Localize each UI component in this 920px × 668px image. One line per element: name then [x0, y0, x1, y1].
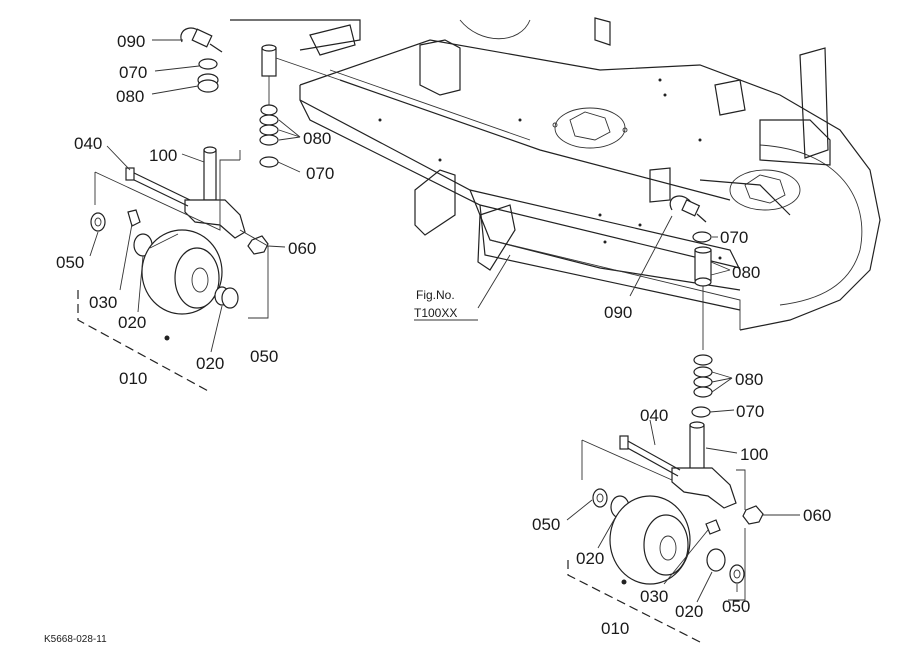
spindle-opening-left — [552, 107, 628, 149]
spindle-opening-right — [729, 169, 801, 211]
labels-left: 090 070 080 080 070 040 100 050 060 030 … — [56, 32, 334, 388]
callout-right-100: 100 — [740, 445, 768, 464]
callout-left-010: 010 — [119, 369, 147, 388]
callout-left-020-a: 020 — [118, 313, 146, 332]
labels-right: 070 080 090 080 070 040 100 060 050 020 … — [532, 228, 831, 638]
left-lynch-pin — [180, 27, 223, 53]
callout-right-030: 030 — [640, 587, 668, 606]
callout-right-020-a: 020 — [576, 549, 604, 568]
callout-right-080-top: 080 — [732, 263, 760, 282]
fig-ref-line2: T100XX — [414, 306, 457, 320]
callout-left-050-a: 050 — [56, 253, 84, 272]
callout-left-070-stack: 070 — [306, 164, 334, 183]
callout-right-090: 090 — [604, 303, 632, 322]
callout-right-050-a: 050 — [532, 515, 560, 534]
figure-code: K5668-028-11 — [44, 634, 107, 645]
left-caster-yoke — [184, 146, 246, 239]
callout-left-080-top: 080 — [116, 87, 144, 106]
callout-right-040: 040 — [640, 406, 668, 425]
fig-ref-line1: Fig.No. — [416, 288, 455, 302]
callout-left-050-b: 050 — [250, 347, 278, 366]
callout-left-060: 060 — [288, 239, 316, 258]
callout-right-060: 060 — [803, 506, 831, 525]
callout-left-080-stack: 080 — [303, 129, 331, 148]
spindle-opening-top — [459, 19, 531, 40]
mower-deck — [230, 17, 881, 331]
right-caster-assembly — [566, 195, 800, 643]
callout-right-070-top: 070 — [720, 228, 748, 247]
figure-reference: Fig.No. T100XX — [414, 288, 478, 321]
callout-right-010: 010 — [601, 619, 629, 638]
right-lynch-pin — [669, 195, 707, 223]
callout-left-020-b: 020 — [196, 354, 224, 373]
right-caster-wheel — [609, 495, 691, 585]
left-caster-wheel — [141, 229, 223, 315]
left-axle-bolt — [125, 167, 191, 207]
callout-left-030: 030 — [89, 293, 117, 312]
callout-left-070-top: 070 — [119, 63, 147, 82]
right-caster-yoke — [671, 421, 737, 509]
right-axle-bolt — [619, 435, 681, 477]
callout-left-090: 090 — [117, 32, 145, 51]
callout-left-100: 100 — [149, 146, 177, 165]
left-caster-assembly — [77, 27, 341, 393]
callout-right-020-b: 020 — [675, 602, 703, 621]
callout-right-070-stack: 070 — [736, 402, 764, 421]
callout-right-080-stack: 080 — [735, 370, 763, 389]
callout-right-050-b: 050 — [722, 597, 750, 616]
callout-left-040: 040 — [74, 134, 102, 153]
